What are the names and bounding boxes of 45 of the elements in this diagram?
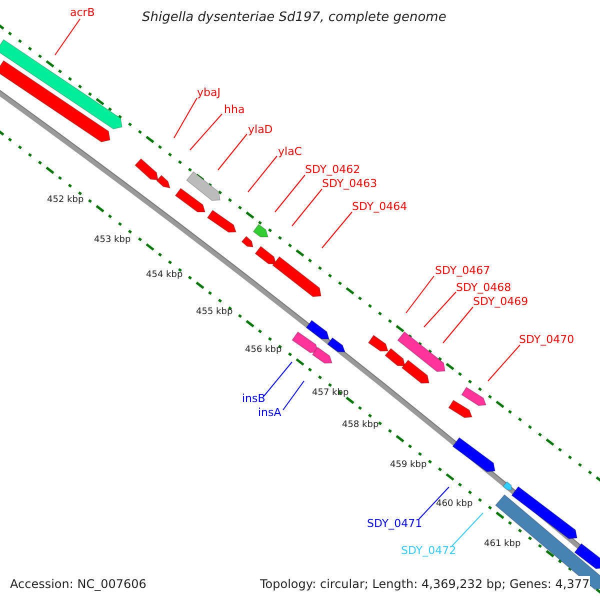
- scale-label: 459 kbp: [390, 461, 427, 470]
- leader-line: [264, 362, 292, 396]
- gene-label: insB: [242, 393, 266, 404]
- gene-label: SDY_0472: [401, 545, 456, 556]
- scale-label: 455 kbp: [196, 308, 233, 317]
- scale-label: 457 kbp: [312, 389, 349, 398]
- footer-text: Topology: circular; Length: 4,369,232 bp; Genes: 4,377: [260, 576, 590, 592]
- gene-label: SDY_0464: [352, 201, 408, 212]
- gene-label: acrB: [70, 7, 95, 18]
- gene-label: SDY_0470: [519, 334, 574, 345]
- gene-label: SDY_0468: [456, 282, 512, 293]
- leader-line: [292, 188, 322, 226]
- gene-label: SDY_0471: [367, 518, 422, 529]
- leader-line: [488, 344, 520, 382]
- leader-line: [282, 380, 304, 410]
- leader-line: [190, 114, 222, 150]
- leader-line: [274, 174, 306, 212]
- gene-label: hha: [224, 104, 245, 115]
- leader-line: [218, 134, 248, 170]
- scale-label: 454 kbp: [146, 271, 183, 280]
- gene-label: SDY_0469: [473, 296, 528, 307]
- gene-label: SDY_0467: [435, 265, 490, 276]
- gene-label: insA: [258, 407, 282, 418]
- leader-line: [442, 306, 474, 344]
- footer-text: Accession: NC_007606: [10, 576, 146, 592]
- gene-label: ylaD: [248, 124, 273, 135]
- leader-line: [418, 486, 450, 520]
- leader-line: [424, 292, 456, 328]
- leader-line: [248, 156, 278, 192]
- gene-label: ybaJ: [197, 87, 220, 98]
- gene-label: SDY_0463: [322, 178, 378, 189]
- leader-line: [322, 212, 352, 248]
- scale-label: 461 kbp: [484, 540, 521, 549]
- leader-line: [452, 512, 484, 546]
- leader-line: [174, 98, 198, 138]
- scale-label: 456 kbp: [245, 346, 282, 355]
- scale-label: 452 kbp: [47, 196, 84, 205]
- title: Shigella dysenteriae Sd197, complete genome: [142, 11, 446, 24]
- scale-label: 460 kbp: [436, 500, 473, 509]
- leader-line: [406, 276, 434, 314]
- gene-label: SDY_0462: [305, 164, 360, 175]
- scale-label: 458 kbp: [342, 421, 379, 430]
- scale-label: 453 kbp: [94, 236, 131, 245]
- gene-label: ylaC: [278, 146, 302, 157]
- leader-line: [54, 18, 80, 56]
